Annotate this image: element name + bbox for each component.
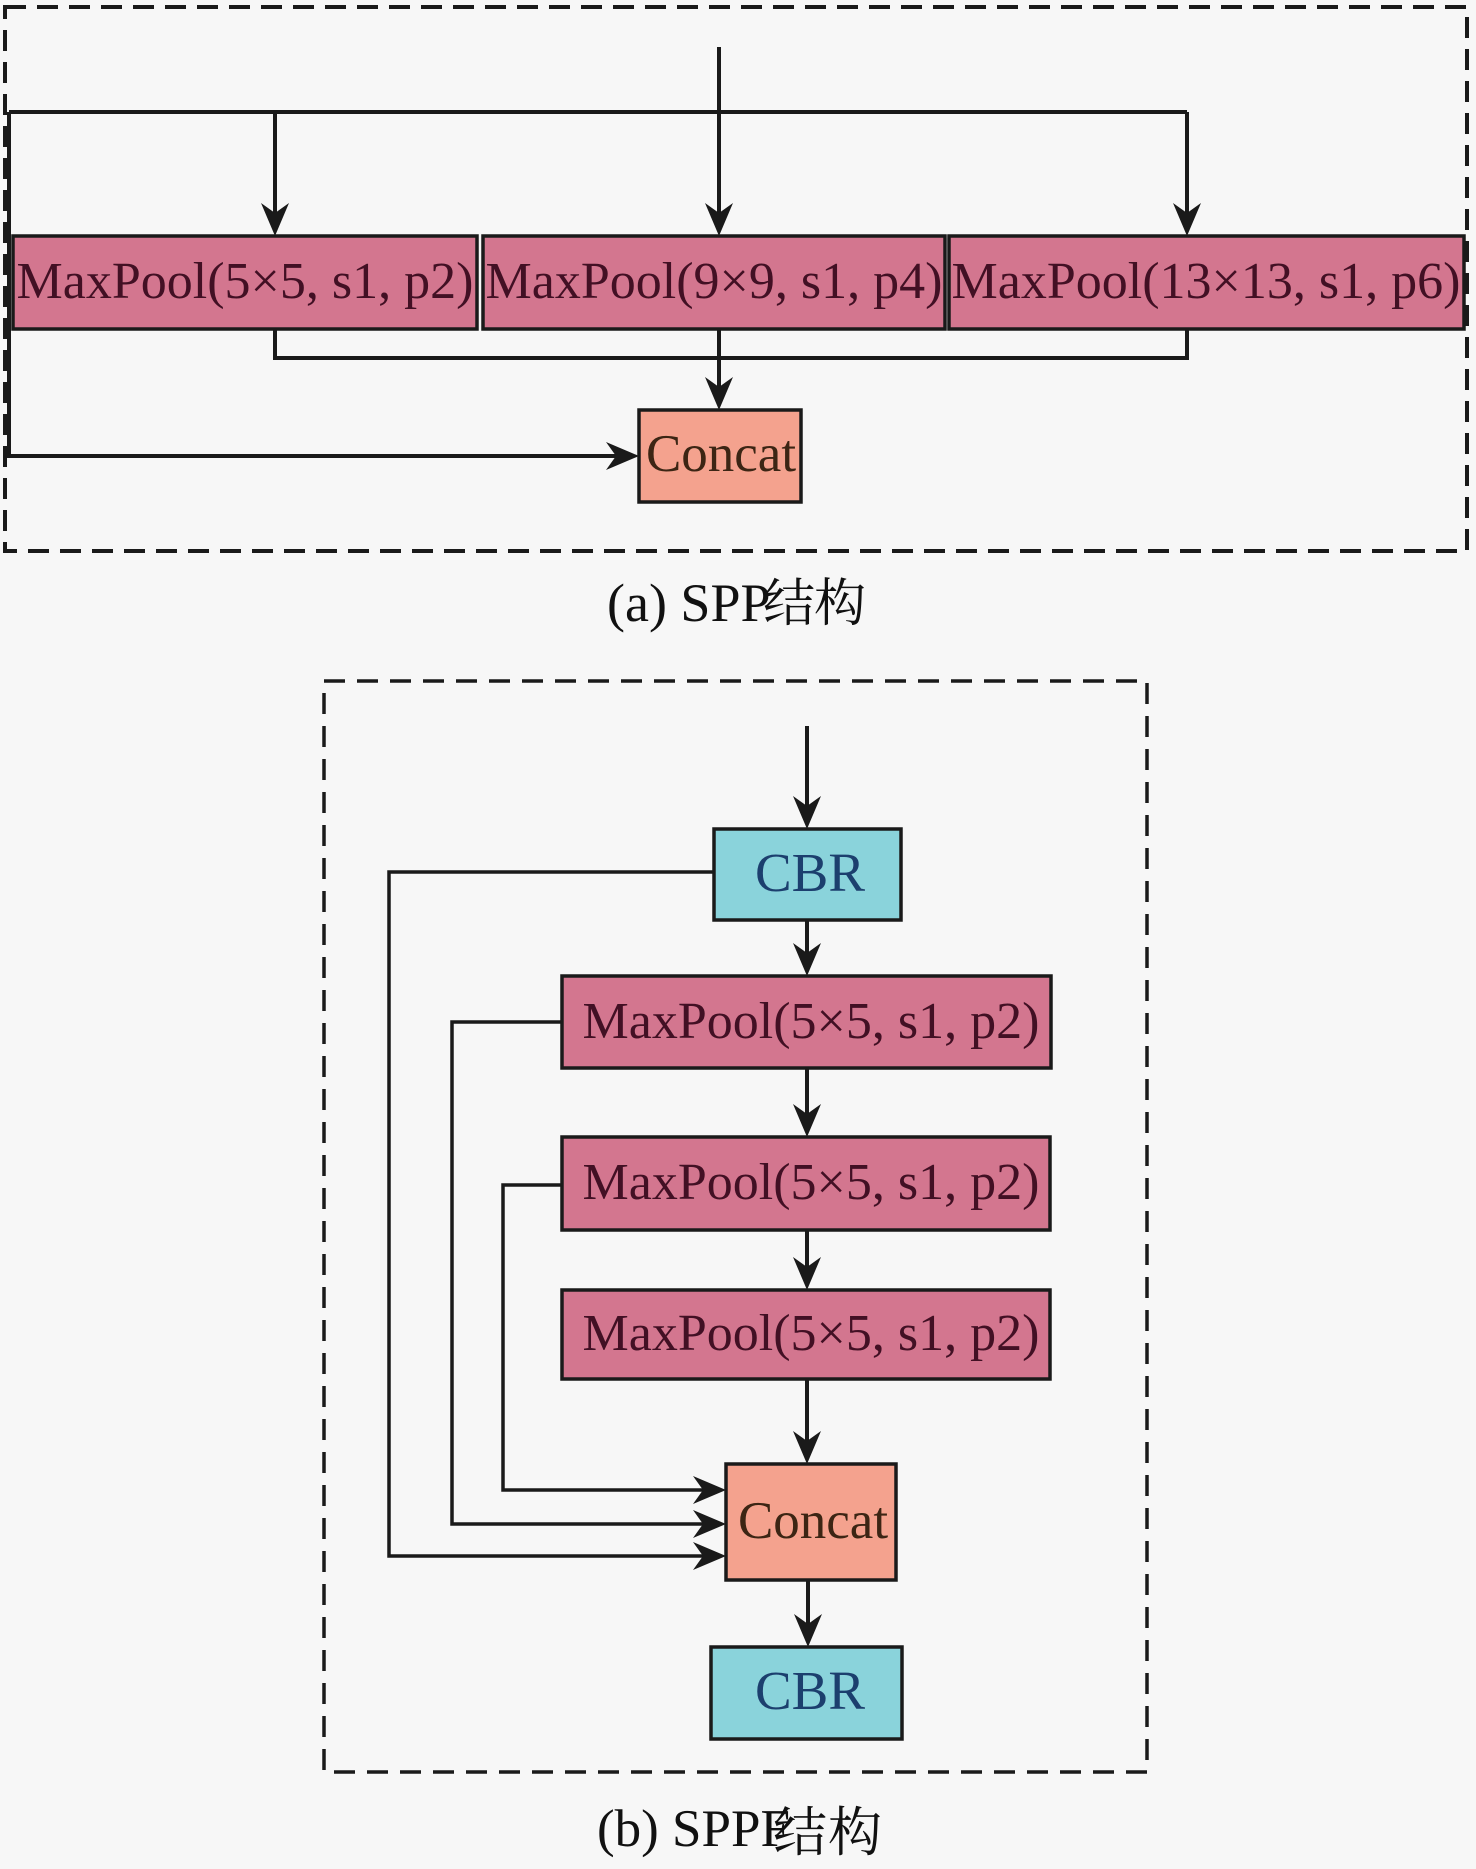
svg-text:MaxPool(13×13, s1, p6): MaxPool(13×13, s1, p6) [952,253,1461,310]
svg-text:(b) SPPF: (b) SPPF [597,1800,790,1858]
svg-text:MaxPool(9×9, s1, p4): MaxPool(9×9, s1, p4) [486,253,943,310]
svg-text:MaxPool(5×5, s1, p2): MaxPool(5×5, s1, p2) [17,253,474,310]
svg-text:MaxPool(5×5, s1, p2): MaxPool(5×5, s1, p2) [583,1305,1040,1362]
svg-text:CBR: CBR [755,842,865,903]
svg-text:Concat: Concat [738,1492,888,1550]
svg-text:MaxPool(5×5, s1, p2): MaxPool(5×5, s1, p2) [583,1154,1040,1211]
svg-text:MaxPool(5×5, s1, p2): MaxPool(5×5, s1, p2) [583,993,1040,1050]
svg-text:Concat: Concat [646,425,796,483]
svg-text:(a) SPP: (a) SPP [607,573,771,633]
svg-text:CBR: CBR [755,1660,865,1721]
